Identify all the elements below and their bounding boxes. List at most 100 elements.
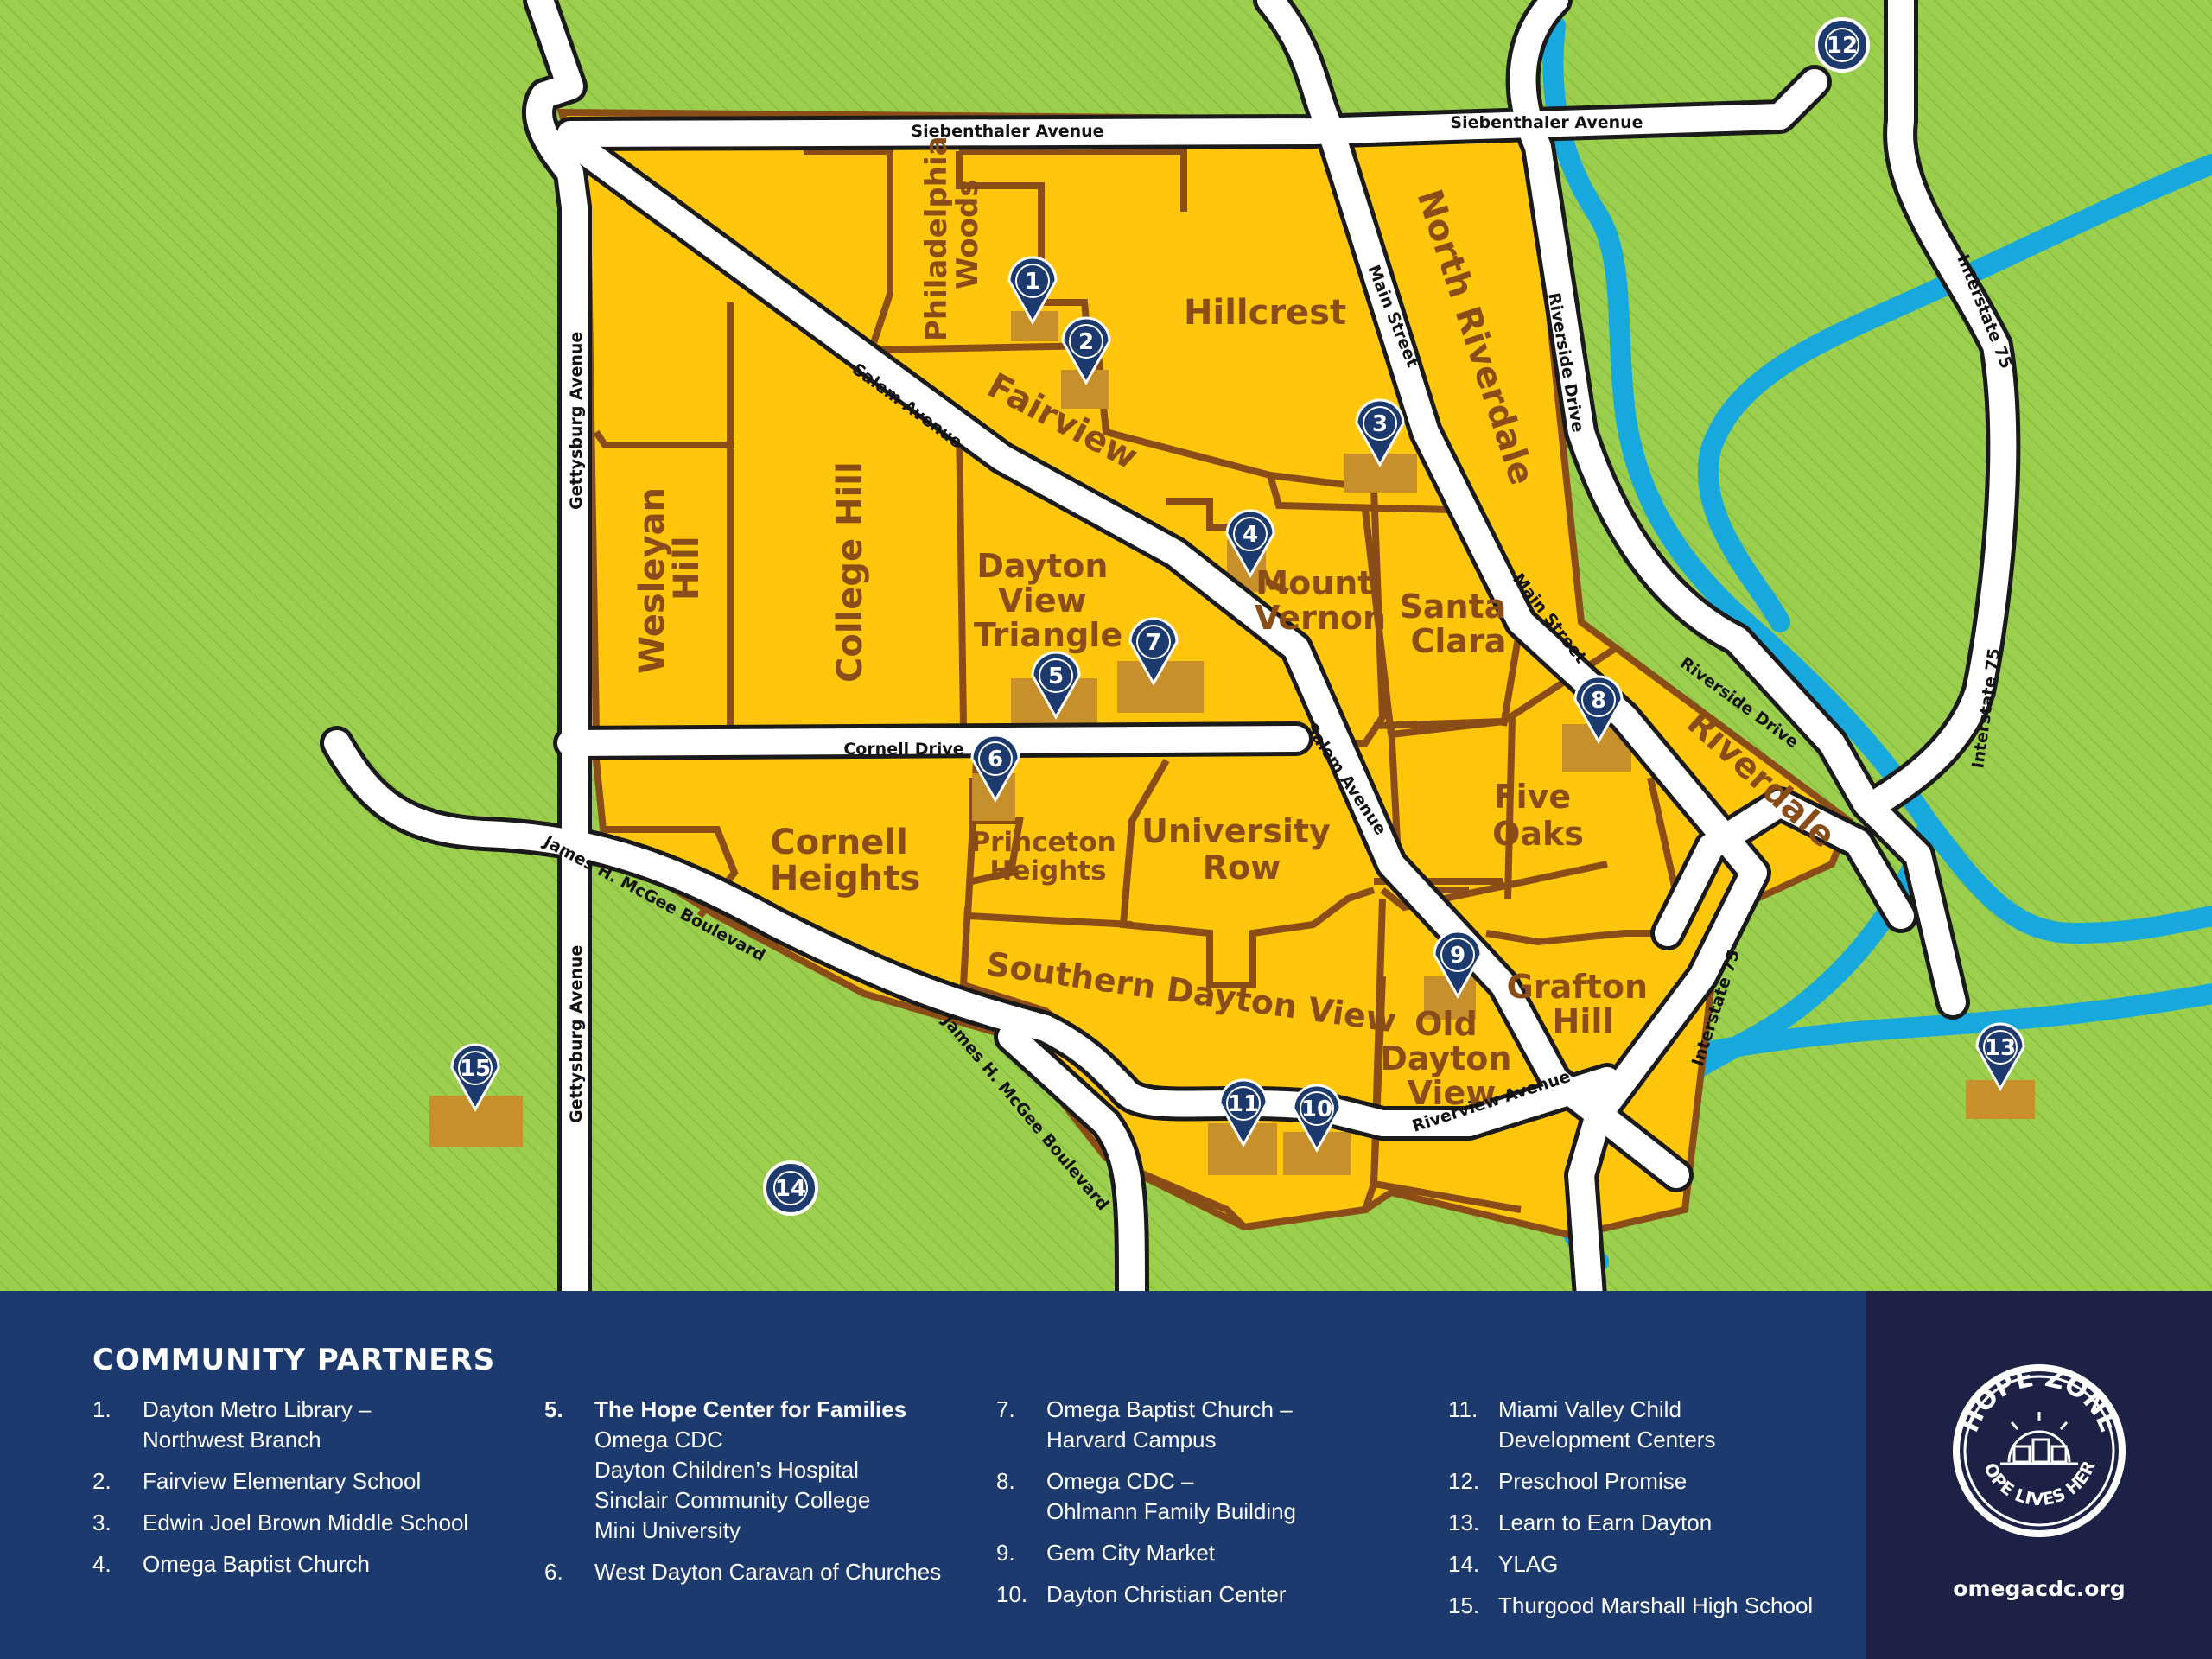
legend-entry-number: 13. bbox=[1448, 1510, 1480, 1535]
label-cornell-heights-2: Heights bbox=[770, 859, 920, 899]
legend-entry: 10.Dayton Christian Center bbox=[996, 1580, 1296, 1610]
map-pin-number: 1 bbox=[1025, 269, 1040, 295]
legend-entry-number: 12. bbox=[1448, 1468, 1480, 1494]
legend-entry-text: YLAG bbox=[1498, 1551, 1559, 1577]
label-dayton-view-triangle-1: Dayton bbox=[976, 547, 1108, 585]
street-siebenthaler-2: Siebenthaler Avenue bbox=[1450, 113, 1643, 132]
legend-entry-text: Omega CDC Dayton Children’s Hospital Sin… bbox=[594, 1427, 871, 1543]
legend-entry: 8. Omega CDC – Ohlmann Family Building bbox=[996, 1466, 1296, 1527]
legend-entry: 13. Learn to Earn Dayton bbox=[1448, 1508, 1813, 1538]
legend-entry-number: 14. bbox=[1448, 1551, 1480, 1577]
svg-text:Santa Clara: Santa Clara bbox=[1399, 588, 1517, 660]
neighborhood-borders bbox=[593, 148, 1688, 1231]
roads bbox=[324, 0, 2017, 1291]
map-pin-icon[interactable]: 12 bbox=[1815, 17, 1870, 73]
label-philadelphia-woods-1: Philadelphia bbox=[919, 136, 954, 341]
map-pin-number: 6 bbox=[988, 747, 1003, 772]
map-pin-icon[interactable]: 5 bbox=[1031, 651, 1081, 721]
map-pin-number: 8 bbox=[1591, 688, 1606, 714]
legend-entry-text: Omega Baptist Church – Harvard Campus bbox=[1046, 1396, 1293, 1452]
community-partners-legend: COMMUNITY PARTNERS 1. Dayton Metro Librar… bbox=[0, 1291, 1866, 1659]
map-pin-icon[interactable]: 14 bbox=[763, 1160, 818, 1216]
label-santa-clara-2: Clara bbox=[1411, 622, 1507, 660]
svg-text:University Row: University Row bbox=[1141, 812, 1342, 887]
map-pin-icon[interactable]: 4 bbox=[1225, 509, 1275, 579]
svg-text:Philadelphia Woods: Philadelphia Woods bbox=[919, 126, 985, 341]
label-college-hill: College Hill bbox=[830, 461, 870, 683]
svg-text:Dayton View Triang: Dayton View Triangle bbox=[974, 547, 1122, 654]
legend-entry-number: 7. bbox=[996, 1396, 1015, 1422]
brand-panel: HOPE ZONE HOPE LIVES HERE omegacdc.org bbox=[1866, 1291, 2212, 1659]
label-wesleyan-hill-1: Wesleyan bbox=[632, 487, 672, 674]
map-pin-icon[interactable]: 10 bbox=[1292, 1084, 1342, 1154]
label-dayton-view-triangle-3: Triangle bbox=[974, 616, 1122, 654]
svg-text:Grafton Hill: Grafton Hill bbox=[1507, 968, 1660, 1040]
legend-entry-text: Miami Valley Child Development Centers bbox=[1498, 1396, 1716, 1452]
legend-entry-text: Dayton Metro Library – Northwest Branch bbox=[143, 1396, 372, 1452]
map-pin-icon[interactable]: 1 bbox=[1007, 256, 1058, 326]
legend-entry: 15. Thurgood Marshall High School bbox=[1448, 1591, 1813, 1621]
map-pin-icon[interactable]: 7 bbox=[1128, 617, 1179, 687]
label-philadelphia-woods-2: Woods bbox=[950, 179, 985, 289]
label-cornell-heights-1: Cornell bbox=[770, 823, 908, 862]
label-university-row-1: University bbox=[1141, 812, 1331, 850]
legend-entry-text: Omega CDC – Ohlmann Family Building bbox=[1046, 1468, 1297, 1524]
street-siebenthaler-1: Siebenthaler Avenue bbox=[911, 122, 1103, 141]
map-pin-number: 13 bbox=[1985, 1035, 2016, 1061]
legend-title: COMMUNITY PARTNERS bbox=[92, 1343, 496, 1377]
svg-text:Cornell Heights: Cornell Heights bbox=[770, 823, 920, 899]
logo-sun-houses-icon bbox=[2000, 1412, 2078, 1465]
label-old-dayton-view-1: Old bbox=[1414, 1005, 1478, 1043]
map-pin-number: 3 bbox=[1372, 411, 1388, 437]
map-pin-number: 14 bbox=[775, 1176, 806, 1202]
label-five-oaks-2: Oaks bbox=[1492, 815, 1584, 853]
legend-entry: 4.Omega Baptist Church bbox=[92, 1549, 468, 1580]
legend-entry: 12. Preschool Promise bbox=[1448, 1466, 1813, 1497]
hope-zone-logo: HOPE ZONE HOPE LIVES HERE bbox=[1948, 1360, 2126, 1537]
website-link[interactable]: omegacdc.org bbox=[1953, 1576, 2126, 1601]
map-pin-icon[interactable]: 11 bbox=[1218, 1078, 1268, 1148]
label-hillcrest: Hillcrest bbox=[1184, 293, 1346, 333]
label-old-dayton-view-2: Dayton bbox=[1380, 1039, 1511, 1077]
legend-entry-text: Preschool Promise bbox=[1498, 1468, 1688, 1494]
map-pin-number: 9 bbox=[1450, 943, 1465, 969]
legend-column: 1. Dayton Metro Library – Northwest Branc… bbox=[92, 1395, 468, 1591]
map-pin-icon[interactable]: 9 bbox=[1433, 930, 1483, 1000]
legend-entry-number: 6. bbox=[544, 1559, 563, 1585]
map-pin-number: 12 bbox=[1827, 33, 1858, 59]
street-cornell: Cornell Drive bbox=[843, 740, 963, 759]
legend-entry-text: Learn to Earn Dayton bbox=[1498, 1510, 1713, 1535]
legend-entry: 2.Fairview Elementary School bbox=[92, 1466, 468, 1497]
legend-entry-text: Thurgood Marshall High School bbox=[1498, 1592, 1814, 1618]
map-pin-number: 5 bbox=[1048, 664, 1064, 690]
neighborhood-map[interactable]: Philadelphia Woods Hillcrest North River… bbox=[0, 0, 2212, 1291]
legend-column: 11. Miami Valley Child Development Center… bbox=[1448, 1395, 1813, 1632]
legend-entry: 9.Gem City Market bbox=[996, 1538, 1296, 1568]
legend-entry-text: Edwin Joel Brown Middle School bbox=[143, 1510, 469, 1535]
legend-entry: 6. West Dayton Caravan of Churches bbox=[544, 1557, 941, 1587]
legend-entry-number: 8. bbox=[996, 1468, 1015, 1494]
street-gettysburg-1: Gettysburg Avenue bbox=[567, 332, 586, 510]
legend-entry-text: West Dayton Caravan of Churches bbox=[594, 1559, 942, 1585]
map-pin-icon[interactable]: 6 bbox=[970, 734, 1020, 804]
legend-entry: 7. Omega Baptist Church – Harvard Campus bbox=[996, 1395, 1296, 1455]
map-pin-icon[interactable]: 15 bbox=[450, 1043, 500, 1113]
legend-entry-number: 1. bbox=[92, 1396, 111, 1422]
label-princeton-heights-1: Princeton bbox=[970, 827, 1116, 858]
svg-text:Old Dayton View: Old Dayton View bbox=[1380, 1005, 1522, 1112]
map-pin-icon[interactable]: 3 bbox=[1355, 398, 1405, 468]
svg-text:Mount Vernon: Mount Vernon bbox=[1255, 564, 1386, 637]
svg-text:Princeton Heights: Princeton Heights bbox=[970, 827, 1125, 887]
legend-entry-number: 15. bbox=[1448, 1592, 1480, 1618]
legend-entry-text: Dayton Christian Center bbox=[1046, 1581, 1287, 1607]
label-mount-vernon-1: Mount bbox=[1255, 564, 1373, 602]
map-pin-icon[interactable]: 13 bbox=[1975, 1022, 2025, 1092]
legend-entry-number: 11. bbox=[1448, 1396, 1478, 1422]
map-pin-icon[interactable]: 8 bbox=[1573, 675, 1624, 745]
map-pin-icon[interactable]: 2 bbox=[1061, 316, 1111, 386]
map-pin-number: 4 bbox=[1243, 522, 1258, 548]
label-grafton-hill-1: Grafton bbox=[1507, 968, 1648, 1006]
